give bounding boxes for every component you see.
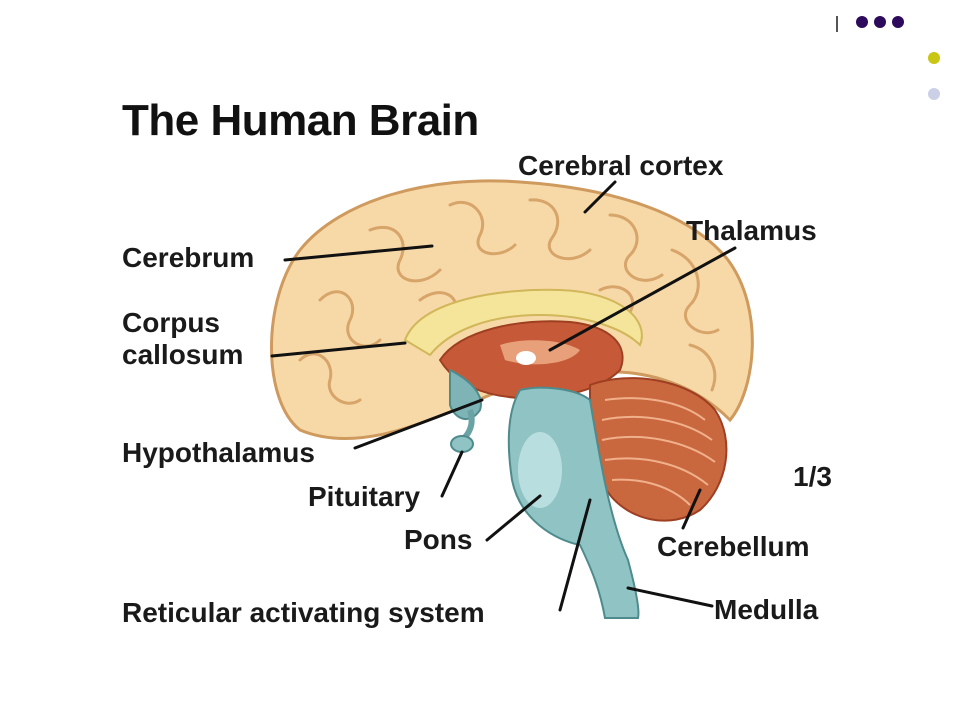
pons-highlight: [518, 432, 562, 508]
page-indicator: 1/3: [793, 461, 832, 492]
thalamus-dot: [516, 351, 536, 365]
label-pointer-lines: [270, 180, 737, 612]
decor-dot-dark-1: [856, 16, 868, 28]
label-medulla: Medulla: [714, 594, 819, 625]
pointer-cerebellum: [681, 488, 702, 530]
pointer-pons: [485, 494, 542, 542]
decor-dot-dark-2: [874, 16, 886, 28]
pituitary-shape: [450, 435, 474, 453]
label-pituitary: Pituitary: [308, 481, 421, 512]
label-cerebellum: Cerebellum: [657, 531, 810, 562]
label-cerebral-cortex: Cerebral cortex: [518, 150, 724, 181]
decor-dot-dark-3: [892, 16, 904, 28]
pointer-medulla: [626, 586, 714, 608]
decor-dot-yellow: [928, 52, 940, 64]
label-cerebrum: Cerebrum: [122, 242, 255, 273]
diagram-title: The Human Brain: [122, 96, 479, 145]
label-corpus-callosum-line1: Corpus: [122, 307, 220, 338]
pointer-hypothalamus: [353, 398, 484, 450]
decor-divider-line: [836, 16, 838, 32]
pointer-reticular: [558, 498, 592, 612]
pointer-cerebrum: [283, 244, 434, 262]
pointer-cerebral-cortex: [583, 180, 617, 214]
pointer-thalamus: [548, 246, 737, 352]
label-hypothalamus: Hypothalamus: [122, 437, 315, 468]
label-pons: Pons: [404, 524, 473, 555]
label-corpus-callosum-line2: callosum: [122, 339, 244, 370]
cerebellum-folds: [601, 397, 716, 506]
label-thalamus: Thalamus: [686, 215, 817, 246]
corpus-callosum-shape: [403, 288, 643, 357]
label-reticular-activating-system: Reticular activating system: [122, 597, 485, 628]
pointer-pituitary: [440, 450, 464, 498]
pointer-corpus-callosum: [270, 341, 407, 358]
decor-dot-light: [928, 88, 940, 100]
